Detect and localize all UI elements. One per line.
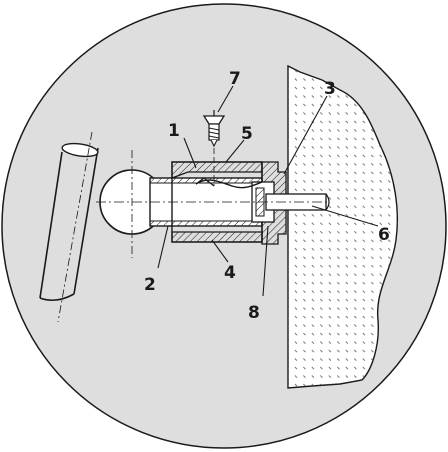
callout-5: 5: [241, 124, 253, 144]
callout-7: 7: [229, 69, 241, 89]
callout-6: 6: [378, 225, 390, 245]
screw: [202, 110, 226, 186]
leader-lines: [157, 85, 379, 297]
callout-4: 4: [224, 263, 236, 283]
callout-1: 1: [168, 121, 180, 141]
callout-3: 3: [324, 79, 336, 99]
callout-2: 2: [144, 275, 156, 295]
vertical-tube: [39, 131, 99, 323]
callout-8: 8: [248, 303, 260, 323]
